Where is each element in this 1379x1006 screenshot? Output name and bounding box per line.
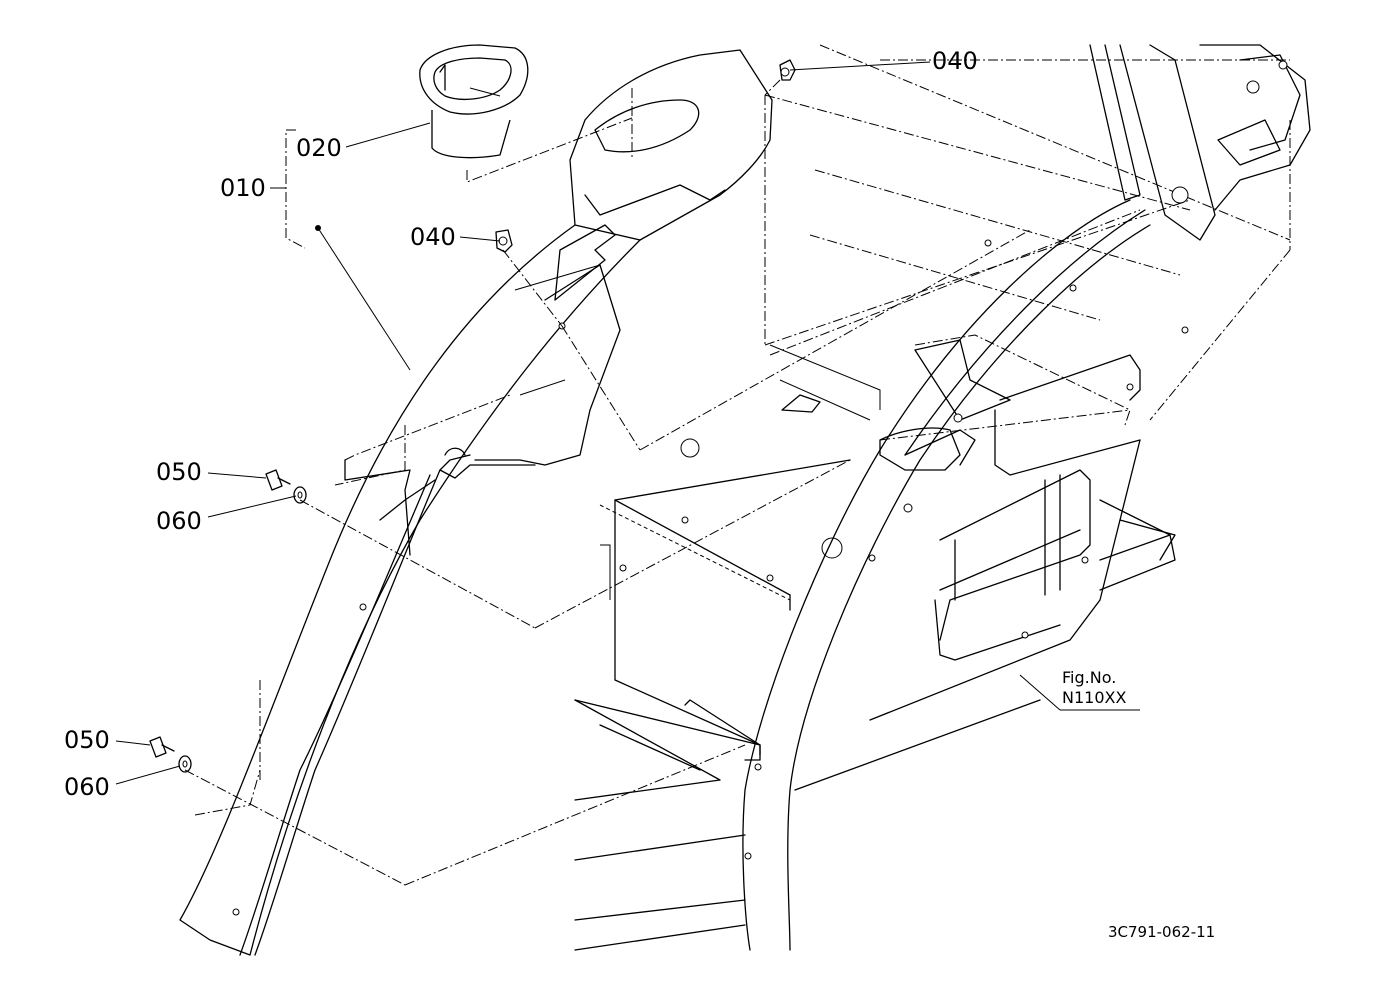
callout-020: 020 xyxy=(296,134,342,162)
figure-reference-label: Fig.No. xyxy=(1062,668,1117,687)
clip-040-top-icon xyxy=(779,59,796,81)
floor-box xyxy=(599,438,876,746)
chassis-frame xyxy=(639,44,1311,451)
washer-060-upper-icon xyxy=(293,486,307,504)
cup-holder-020 xyxy=(419,44,633,183)
clip-040-mid-icon xyxy=(495,229,513,253)
callout-040-mid: 040 xyxy=(410,223,456,251)
callout-060-lower: 060 xyxy=(64,773,110,801)
fasteners xyxy=(149,59,796,773)
bolt-050-upper-icon xyxy=(265,469,291,491)
figure-reference-number: N110XX xyxy=(1062,688,1127,707)
right-side-panel xyxy=(869,326,1189,721)
figure-reference: Fig.No. N110XX xyxy=(1062,668,1126,708)
front-frame-arch xyxy=(742,199,1151,951)
fender-cover-010 xyxy=(179,49,773,956)
callout-010: 010 xyxy=(220,174,266,202)
leader-lines xyxy=(115,61,1140,886)
callout-060-upper: 060 xyxy=(156,507,202,535)
callout-040-top: 040 xyxy=(932,47,978,75)
callout-050-lower: 050 xyxy=(64,726,110,754)
lower-deck xyxy=(574,519,1176,951)
bolt-050-lower-icon xyxy=(149,736,175,758)
document-id: 3C791-062-11 xyxy=(1108,923,1216,941)
callout-050-upper: 050 xyxy=(156,458,202,486)
washer-060-lower-icon xyxy=(178,755,192,773)
